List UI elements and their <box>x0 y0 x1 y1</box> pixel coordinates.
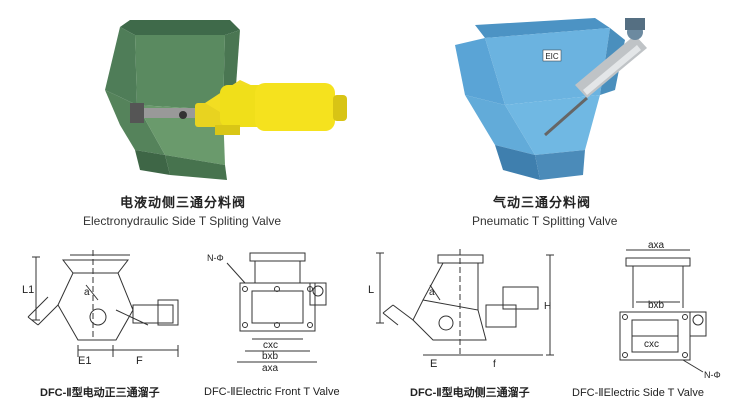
dim-e: E <box>430 358 437 370</box>
pneumatic-valve-photo: EIC <box>455 18 647 180</box>
nameplate-text: EIC <box>545 52 559 61</box>
drawing1-caption-model: DFC-Ⅱ <box>40 387 72 399</box>
dim-h: H <box>544 301 551 312</box>
drawing3-caption-desc: 型电动侧三通溜子 <box>441 387 530 399</box>
drawing2-caption: DFC-ⅡElectric Front T Valve <box>204 386 340 398</box>
electrohydraulic-valve-photo <box>105 20 347 180</box>
drawing-side-t-valve: axa bxb cxc N-Φ <box>619 240 721 380</box>
drawing3-caption-model: DFC-Ⅱ <box>410 387 442 399</box>
dim-cxc-side: cxc <box>644 339 659 350</box>
dim-bxb: bxb <box>262 351 279 362</box>
drawing3-caption: DFC-Ⅱ型电动侧三通溜子 <box>410 384 530 400</box>
drawing1-caption: DFC-Ⅱ型电动正三通溜子 <box>40 384 160 400</box>
left-photo-caption-cn: 电液动侧三通分料阀 <box>120 195 247 210</box>
drawing4-caption: DFC-ⅡElectric Side T Valve <box>572 387 704 399</box>
dim-l1: L1 <box>22 284 34 296</box>
drawing-front-t-chute: L1 a E1 F <box>22 250 179 367</box>
left-photo-caption-en: Electronydraulic Side T Spliting Valve <box>83 214 282 228</box>
dim-cxc: cxc <box>263 340 278 351</box>
dim-bxb-side: bxb <box>648 300 665 311</box>
drawing1-caption-desc: 型电动正三通溜子 <box>71 387 160 399</box>
dim-a: a <box>84 287 90 298</box>
dim-f: F <box>136 355 143 367</box>
dim-a-side: a <box>429 287 435 298</box>
drawing-side-t-chute: L a H E f <box>368 249 554 370</box>
dim-f-side: f <box>493 359 496 370</box>
dim-nphi: N-Φ <box>207 253 224 263</box>
dim-axa: axa <box>262 363 279 374</box>
nameplate <box>542 49 562 62</box>
right-photo-caption-cn: 气动三通分料阀 <box>493 195 592 210</box>
dim-nphi-side: N-Φ <box>704 370 721 380</box>
drawing-front-t-valve: N-Φ cxc bxb axa <box>207 252 327 374</box>
right-photo-caption-en: Pneumatic T Splitting Valve <box>472 214 618 228</box>
dim-l: L <box>368 284 374 296</box>
dim-axa-side: axa <box>648 240 665 251</box>
dim-e1: E1 <box>78 355 91 367</box>
